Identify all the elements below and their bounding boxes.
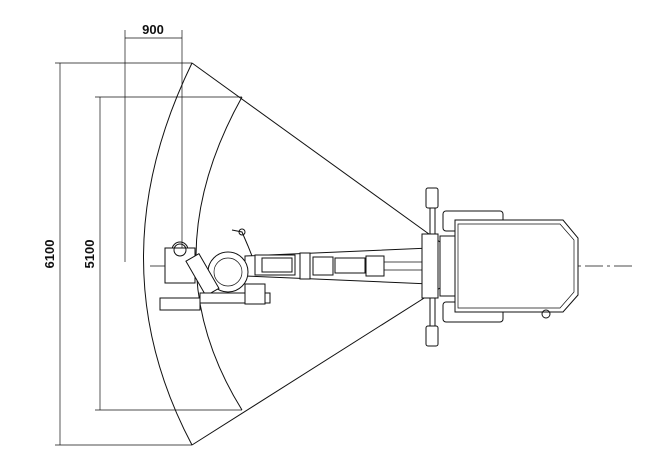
dimension-5100: 5100 bbox=[82, 96, 242, 411]
dimension-900: 900 bbox=[124, 22, 183, 262]
drill-head bbox=[159, 228, 271, 311]
carrier-vehicle bbox=[421, 187, 579, 347]
boom-arm bbox=[244, 247, 431, 285]
outer-reach-arc bbox=[143, 62, 193, 446]
dimension-6100: 6100 bbox=[42, 62, 192, 446]
reach-envelope bbox=[143, 62, 441, 446]
dimension-6100-label: 6100 bbox=[42, 240, 57, 269]
dimension-5100-label: 5100 bbox=[82, 240, 97, 269]
dimension-900-label: 900 bbox=[142, 22, 164, 37]
